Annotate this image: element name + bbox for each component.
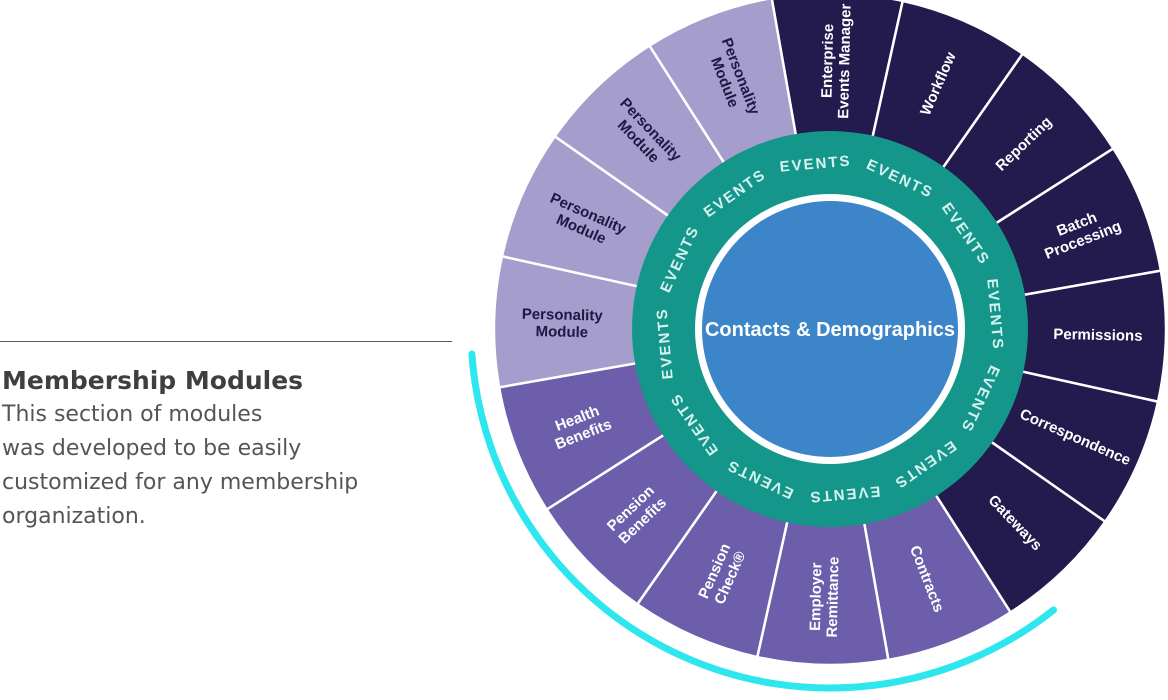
segment-label: Permissions (1053, 326, 1143, 345)
center-circle (702, 201, 958, 457)
segment-label: EnterpriseEvents Manager (818, 3, 855, 119)
segment-personality-module-1: PersonalityModule (492, 254, 641, 389)
segment-label: PersonalityModule (521, 306, 603, 342)
segment-label-line: Events Manager (835, 3, 855, 119)
events-label: EVENTS (779, 153, 852, 176)
segment-correspondence: Correspondence (988, 369, 1160, 524)
center-label: Contacts & Demographics (705, 319, 955, 341)
segment-label: EmployerRemittance (807, 556, 843, 638)
segment-personality-module-2: PersonalityModule (500, 134, 672, 289)
segment-label-line: Module (535, 323, 588, 341)
events-label: EVENTS (983, 278, 1006, 351)
membership-highlight-arc (468, 350, 1057, 692)
segment-label-line: Employer (807, 562, 825, 631)
segment-personality-module-4: PersonalityModule (647, 0, 798, 166)
segment-permissions: Permissions (1019, 269, 1168, 404)
events-label: EVENTS (654, 307, 677, 380)
caption-divider (0, 341, 452, 342)
caption-body: This section of modules was developed to… (2, 402, 359, 529)
segment-label-line: Enterprise (819, 24, 838, 99)
events-label: EVENTS (808, 482, 881, 505)
segment-label-line: Remittance (824, 557, 843, 638)
caption-title: Membership Modules (2, 366, 304, 395)
center-hub: Contacts & Demographics (702, 201, 958, 457)
segment-label-line: Permissions (1053, 326, 1143, 345)
segment-label-line: Personality (522, 306, 604, 325)
caption: Membership Modules This section of modul… (2, 364, 442, 534)
segment-health-benefits: HealthBenefits (497, 361, 667, 512)
segment-employer-remittance: EmployerRemittance (755, 518, 890, 667)
